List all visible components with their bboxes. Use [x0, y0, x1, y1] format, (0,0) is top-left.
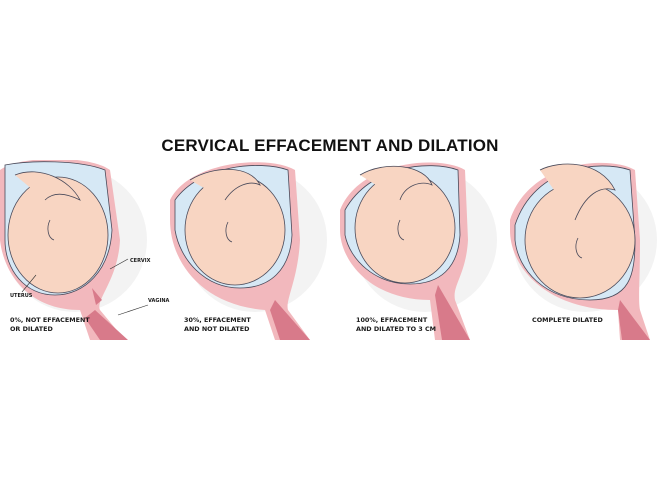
uterus-illustration: [510, 162, 657, 340]
stage-panel-30-percent: 30%, EFFACEMENT AND NOT DILATED: [170, 160, 340, 340]
stage-caption: 0%, NOT EFFACEMENT OR DILATED: [10, 316, 90, 333]
uterus-illustration: [340, 162, 497, 340]
stage-caption: 100%, EFFACEMENT AND DILATED TO 3 CM: [356, 316, 437, 333]
diagram-title: CERVICAL EFFACEMENT AND DILATION: [161, 136, 499, 155]
uterus-illustration: [170, 162, 327, 340]
stage-panel-complete: COMPLETE DILATED: [500, 160, 660, 340]
stage-panel-0-percent: CERVIX UTERUS VAGINA 0%, NOT EFFACEMENT …: [0, 160, 170, 340]
vagina-label: VAGINA: [148, 298, 170, 304]
uterus-illustration: [0, 160, 149, 340]
stage-caption: COMPLETE DILATED: [532, 316, 603, 324]
cervix-label: CERVIX: [130, 258, 151, 264]
uterus-label: UTERUS: [10, 293, 33, 299]
stage-caption: 30%, EFFACEMENT AND NOT DILATED: [184, 316, 251, 333]
stage-panel-100-percent: 100%, EFFACEMENT AND DILATED TO 3 CM: [340, 160, 510, 340]
